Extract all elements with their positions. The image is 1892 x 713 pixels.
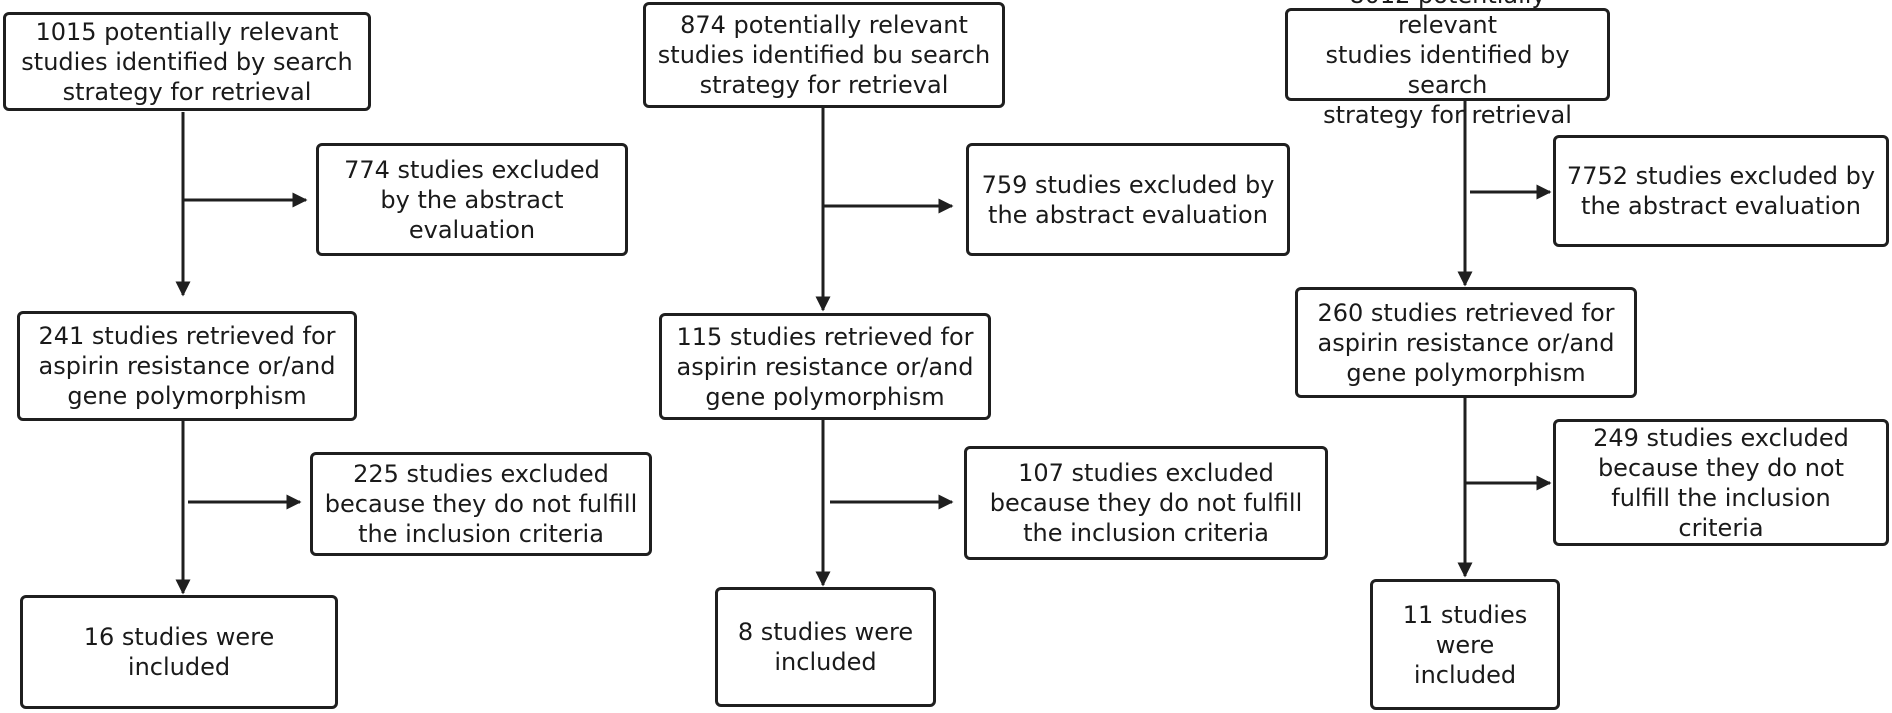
flow1-included-text: 16 studies were included: [83, 623, 275, 681]
flow3-excluded-criteria-box: 249 studies excluded because they do not…: [1553, 419, 1889, 546]
flow2-excluded-abstract-text: 759 studies excluded by the abstract eva…: [981, 170, 1275, 229]
flow3-retrieved-text: 260 studies retrieved for aspirin resist…: [1317, 298, 1615, 387]
flow2-excluded-criteria-box: 107 studies excluded because they do not…: [964, 446, 1328, 560]
flow1-retrieved-text: 241 studies retrieved for aspirin resist…: [38, 322, 336, 410]
flow1-identified-text: 1015 potentially relevant studies identi…: [21, 17, 353, 106]
flow2-identified-box: 874 potentially relevant studies identif…: [643, 2, 1005, 108]
flow3-retrieved-box: 260 studies retrieved for aspirin resist…: [1295, 287, 1637, 398]
flow1-included-box: 16 studies were included: [20, 595, 338, 709]
flow3-excluded-abstract-text: 7752 studies excluded by the abstract ev…: [1566, 162, 1876, 220]
flow2-included-box: 8 studies were included: [715, 587, 936, 707]
flow1-excluded-abstract-box: 774 studies excluded by the abstract eva…: [316, 143, 628, 256]
flow3-identified-box: 8012 potentially relevant studies identi…: [1285, 0, 1610, 129]
flow3-identified-text: 8012 potentially relevant studies identi…: [1323, 0, 1572, 129]
flow2-excluded-criteria-text: 107 studies excluded because they do not…: [989, 459, 1303, 547]
flow3-included-box: 11 studies were included: [1370, 579, 1560, 710]
flow3-excluded-abstract-box: 7752 studies excluded by the abstract ev…: [1553, 135, 1889, 247]
flow1-identified-box: 1015 potentially relevant studies identi…: [3, 12, 371, 111]
flow1-excluded-criteria-text: 225 studies excluded because they do not…: [324, 460, 638, 548]
flow1-excluded-criteria-box: 225 studies excluded because they do not…: [310, 452, 652, 556]
flow2-retrieved-box: 115 studies retrieved for aspirin resist…: [659, 313, 991, 420]
flow2-identified-text: 874 potentially relevant studies identif…: [657, 11, 991, 99]
flow1-retrieved-box: 241 studies retrieved for aspirin resist…: [17, 311, 357, 421]
flow3-excluded-criteria-text: 249 studies excluded because they do not…: [1593, 423, 1849, 542]
flow1-excluded-abstract-text: 774 studies excluded by the abstract eva…: [344, 155, 600, 244]
flow2-retrieved-text: 115 studies retrieved for aspirin resist…: [676, 322, 974, 411]
flow2-included-text: 8 studies were included: [737, 618, 914, 676]
flow3-included-text: 11 studies were included: [1402, 600, 1528, 689]
flow2-excluded-abstract-box: 759 studies excluded by the abstract eva…: [966, 143, 1290, 256]
